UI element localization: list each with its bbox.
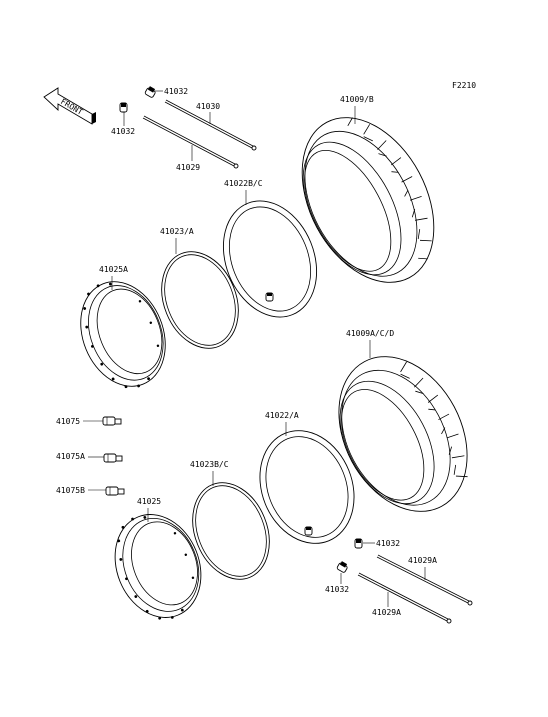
label-41029: 41029 [176, 163, 200, 172]
spoke-rod-41030 [164, 99, 257, 151]
inner-tube-lower [259, 430, 355, 544]
label-41009a-c-d: 41009A/C/D [346, 329, 394, 338]
label-41032-lower-a: 41032 [376, 539, 400, 548]
rim-upper [80, 281, 166, 389]
spoke-rod-41029a-upper [376, 554, 473, 606]
valve-cap-lower-b [336, 561, 348, 573]
valve-stem-41075a [103, 453, 123, 463]
figure-code: F2210 [452, 81, 476, 90]
tube-valve-upper [265, 292, 274, 302]
label-41032-upper-b: 41032 [111, 127, 135, 136]
label-41023-a: 41023/A [160, 227, 194, 236]
label-41029a-upper: 41029A [408, 556, 437, 565]
label-41032-upper-a: 41032 [164, 87, 188, 96]
valve-cap-upper-b [119, 102, 128, 113]
valve-cap-lower-a [354, 538, 363, 549]
label-41022-a: 41022/A [265, 411, 299, 420]
inner-tube-upper [222, 200, 318, 318]
tube-valve-lower [304, 526, 313, 536]
valve-stem-41075b [105, 486, 125, 496]
rim-lower [114, 514, 202, 620]
label-41009-b: 41009/B [340, 95, 374, 104]
spoke-rod-41029a-lower [357, 572, 452, 624]
front-label: FRONT [59, 97, 85, 117]
rim-band-lower [192, 482, 270, 580]
valve-cap-upper-a [144, 86, 156, 98]
valve-stem-41075 [102, 416, 122, 426]
front-arrow-icon: FRONT [43, 87, 96, 125]
label-41025: 41025 [137, 497, 161, 506]
label-41075b: 41075B [56, 486, 85, 495]
label-41075: 41075 [56, 417, 80, 426]
label-41030: 41030 [196, 102, 220, 111]
label-41075a: 41075A [56, 452, 85, 461]
spoke-rod-41029 [142, 115, 239, 169]
label-41022-b-c: 41022B/C [224, 179, 263, 188]
label-41023-b-c: 41023B/C [190, 460, 229, 469]
tire-upper [301, 117, 435, 283]
tire-lower [338, 356, 468, 512]
label-41029a-lower: 41029A [372, 608, 401, 617]
rim-band-upper [161, 251, 239, 349]
label-41032-lower-b: 41032 [325, 585, 349, 594]
label-41025a: 41025A [99, 265, 128, 274]
